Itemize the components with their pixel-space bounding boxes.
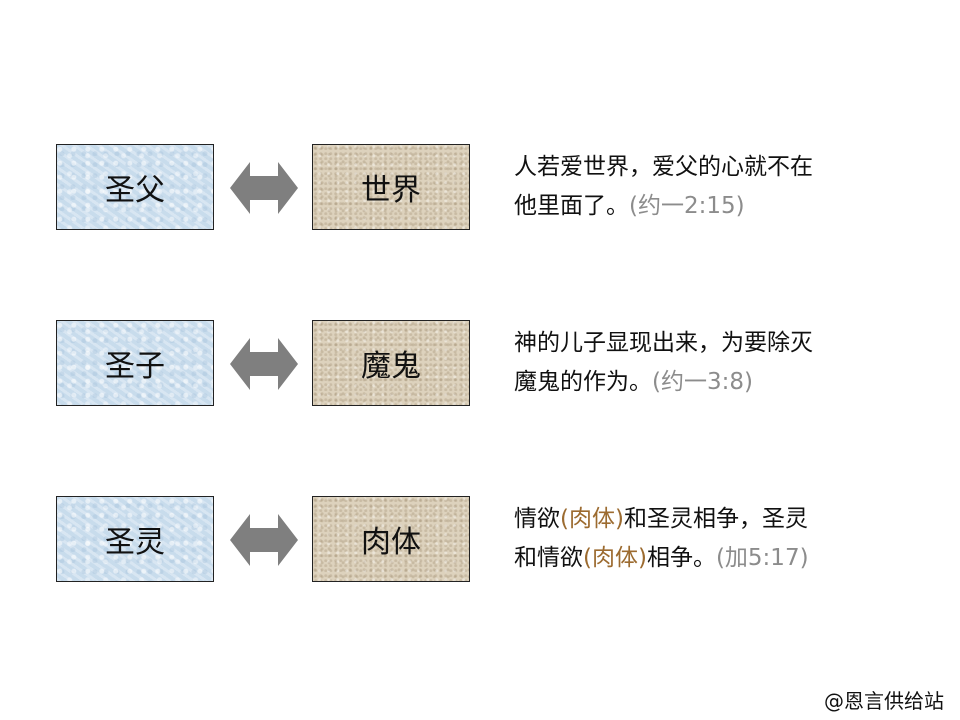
- node-son-label: 圣子: [105, 349, 165, 384]
- verse-3-part-2: 和圣灵相争，圣灵: [623, 506, 808, 532]
- node-father-label: 圣父: [105, 173, 165, 208]
- double-arrow-icon: [230, 514, 298, 566]
- verse-2-line-2: 魔鬼的作为。: [514, 369, 652, 395]
- verse-3-reference: (加5:17): [715, 545, 809, 571]
- node-son: 圣子: [56, 320, 214, 406]
- verse-text-1: 人若爱世界，爱父的心就不在 他里面了。(约一2:15): [514, 148, 914, 226]
- verse-2-line-1: 神的儿子显现出来，为要除灭: [514, 330, 813, 356]
- verse-1-reference: (约一2:15): [629, 193, 745, 219]
- verse-1-line-2: 他里面了。: [514, 193, 629, 219]
- node-spirit-label: 圣灵: [105, 525, 165, 560]
- node-flesh-label: 肉体: [361, 525, 421, 560]
- watermark-credit: @恩言供给站: [824, 689, 944, 713]
- double-arrow-icon: [230, 338, 298, 390]
- verse-3-part-1: 情欲: [514, 506, 560, 532]
- verse-3-part-4: 相争。: [646, 545, 716, 571]
- verse-1-line-1: 人若爱世界，爱父的心就不在: [514, 154, 813, 180]
- verse-2-reference: (约一3:8): [652, 369, 753, 395]
- node-spirit: 圣灵: [56, 496, 214, 582]
- verse-3-part-3: 和情欲: [514, 545, 583, 571]
- double-arrow-icon: [230, 162, 298, 214]
- node-world: 世界: [312, 144, 470, 230]
- node-world-label: 世界: [361, 173, 421, 208]
- verse-3-highlight-1: (肉体): [560, 506, 624, 532]
- node-father: 圣父: [56, 144, 214, 230]
- verse-text-3: 情欲(肉体)和圣灵相争，圣灵 和情欲(肉体)相争。(加5:17): [514, 500, 914, 578]
- node-devil: 魔鬼: [312, 320, 470, 406]
- verse-3-highlight-2: (肉体): [583, 545, 647, 571]
- node-flesh: 肉体: [312, 496, 470, 582]
- node-devil-label: 魔鬼: [361, 349, 421, 384]
- verse-text-2: 神的儿子显现出来，为要除灭 魔鬼的作为。(约一3:8): [514, 324, 914, 402]
